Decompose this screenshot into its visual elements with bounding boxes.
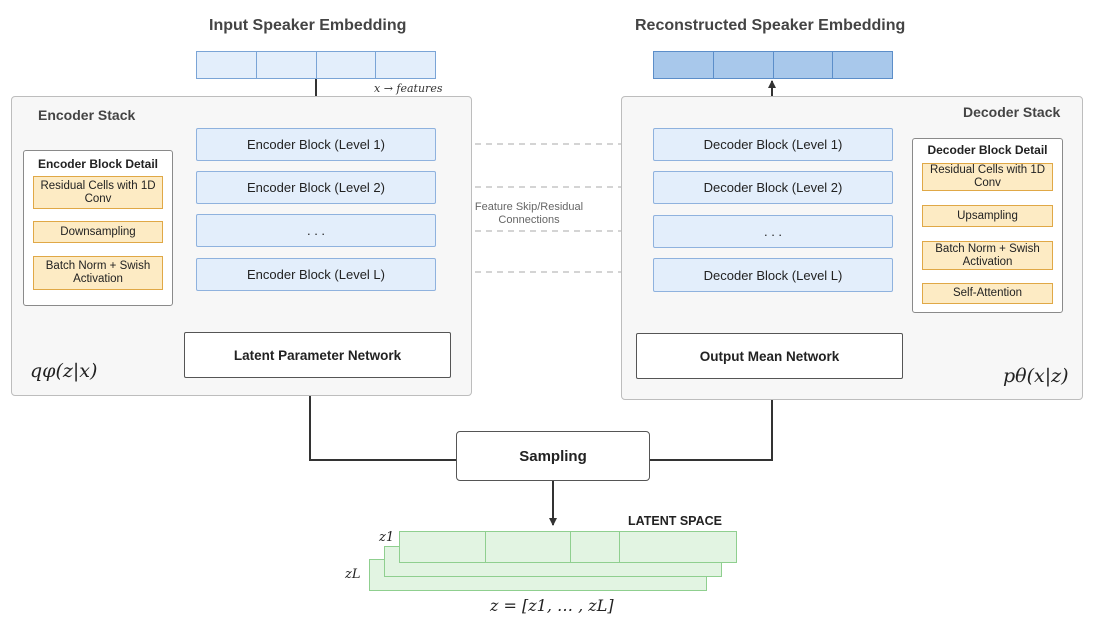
arrow-sampling-to-output-net xyxy=(650,380,776,461)
latent-parameter-network: Latent Parameter Network xyxy=(184,332,451,378)
encoder-step-batchnorm: Batch Norm + Swish Activation xyxy=(33,256,163,290)
encoder-block-level-1: Encoder Block (Level 1) xyxy=(196,128,436,161)
output-mean-network: Output Mean Network xyxy=(636,333,903,379)
decoder-step-self-attention: Self-Attention xyxy=(922,283,1053,304)
encoder-posterior-math: qφ(z|x) xyxy=(30,360,98,382)
decoder-likelihood-math: pθ(x|z) xyxy=(1003,365,1069,387)
decoder-block-level-1: Decoder Block (Level 1) xyxy=(653,128,893,161)
decoder-block-level-l: Decoder Block (Level L) xyxy=(653,258,893,292)
latent-space-label: LATENT SPACE xyxy=(628,514,722,528)
input-embedding-title: Input Speaker Embedding xyxy=(209,17,407,34)
output-embedding-vector xyxy=(653,51,893,79)
input-embedding-vector xyxy=(196,51,436,79)
encoder-block-level-2: Encoder Block (Level 2) xyxy=(196,171,436,204)
decoder-stack-label: Decoder Stack xyxy=(963,104,1061,120)
decoder-detail-title: Decoder Block Detail xyxy=(927,143,1048,157)
encoder-detail-title: Encoder Block Detail xyxy=(37,157,159,171)
decoder-block-ellipsis: . . . xyxy=(653,215,893,248)
output-embedding-title: Reconstructed Speaker Embedding xyxy=(635,17,906,34)
decoder-block-level-2: Decoder Block (Level 2) xyxy=(653,171,893,204)
latent-layer-1 xyxy=(399,531,737,563)
latent-z1-label: z1 xyxy=(379,530,395,545)
decoder-step-residual: Residual Cells with 1D Conv xyxy=(922,163,1053,191)
latent-formula: z = [z1, … , zL] xyxy=(490,596,614,615)
decoder-step-batchnorm: Batch Norm + Swish Activation xyxy=(922,241,1053,270)
skip-connections-label: Feature Skip/Residual Connections xyxy=(474,201,584,226)
encoder-step-residual: Residual Cells with 1D Conv xyxy=(33,176,163,209)
latent-zl-label: zL xyxy=(345,567,361,582)
encoder-block-level-l: Encoder Block (Level L) xyxy=(196,258,436,291)
sampling-node: Sampling xyxy=(456,431,650,481)
input-annotation: x → features xyxy=(374,82,443,95)
encoder-step-downsampling: Downsampling xyxy=(33,221,163,243)
encoder-block-ellipsis: . . . xyxy=(196,214,436,247)
encoder-stack-label: Encoder Stack xyxy=(38,107,136,123)
line-latent-net-to-sampling xyxy=(309,378,456,461)
decoder-step-upsampling: Upsampling xyxy=(922,205,1053,227)
